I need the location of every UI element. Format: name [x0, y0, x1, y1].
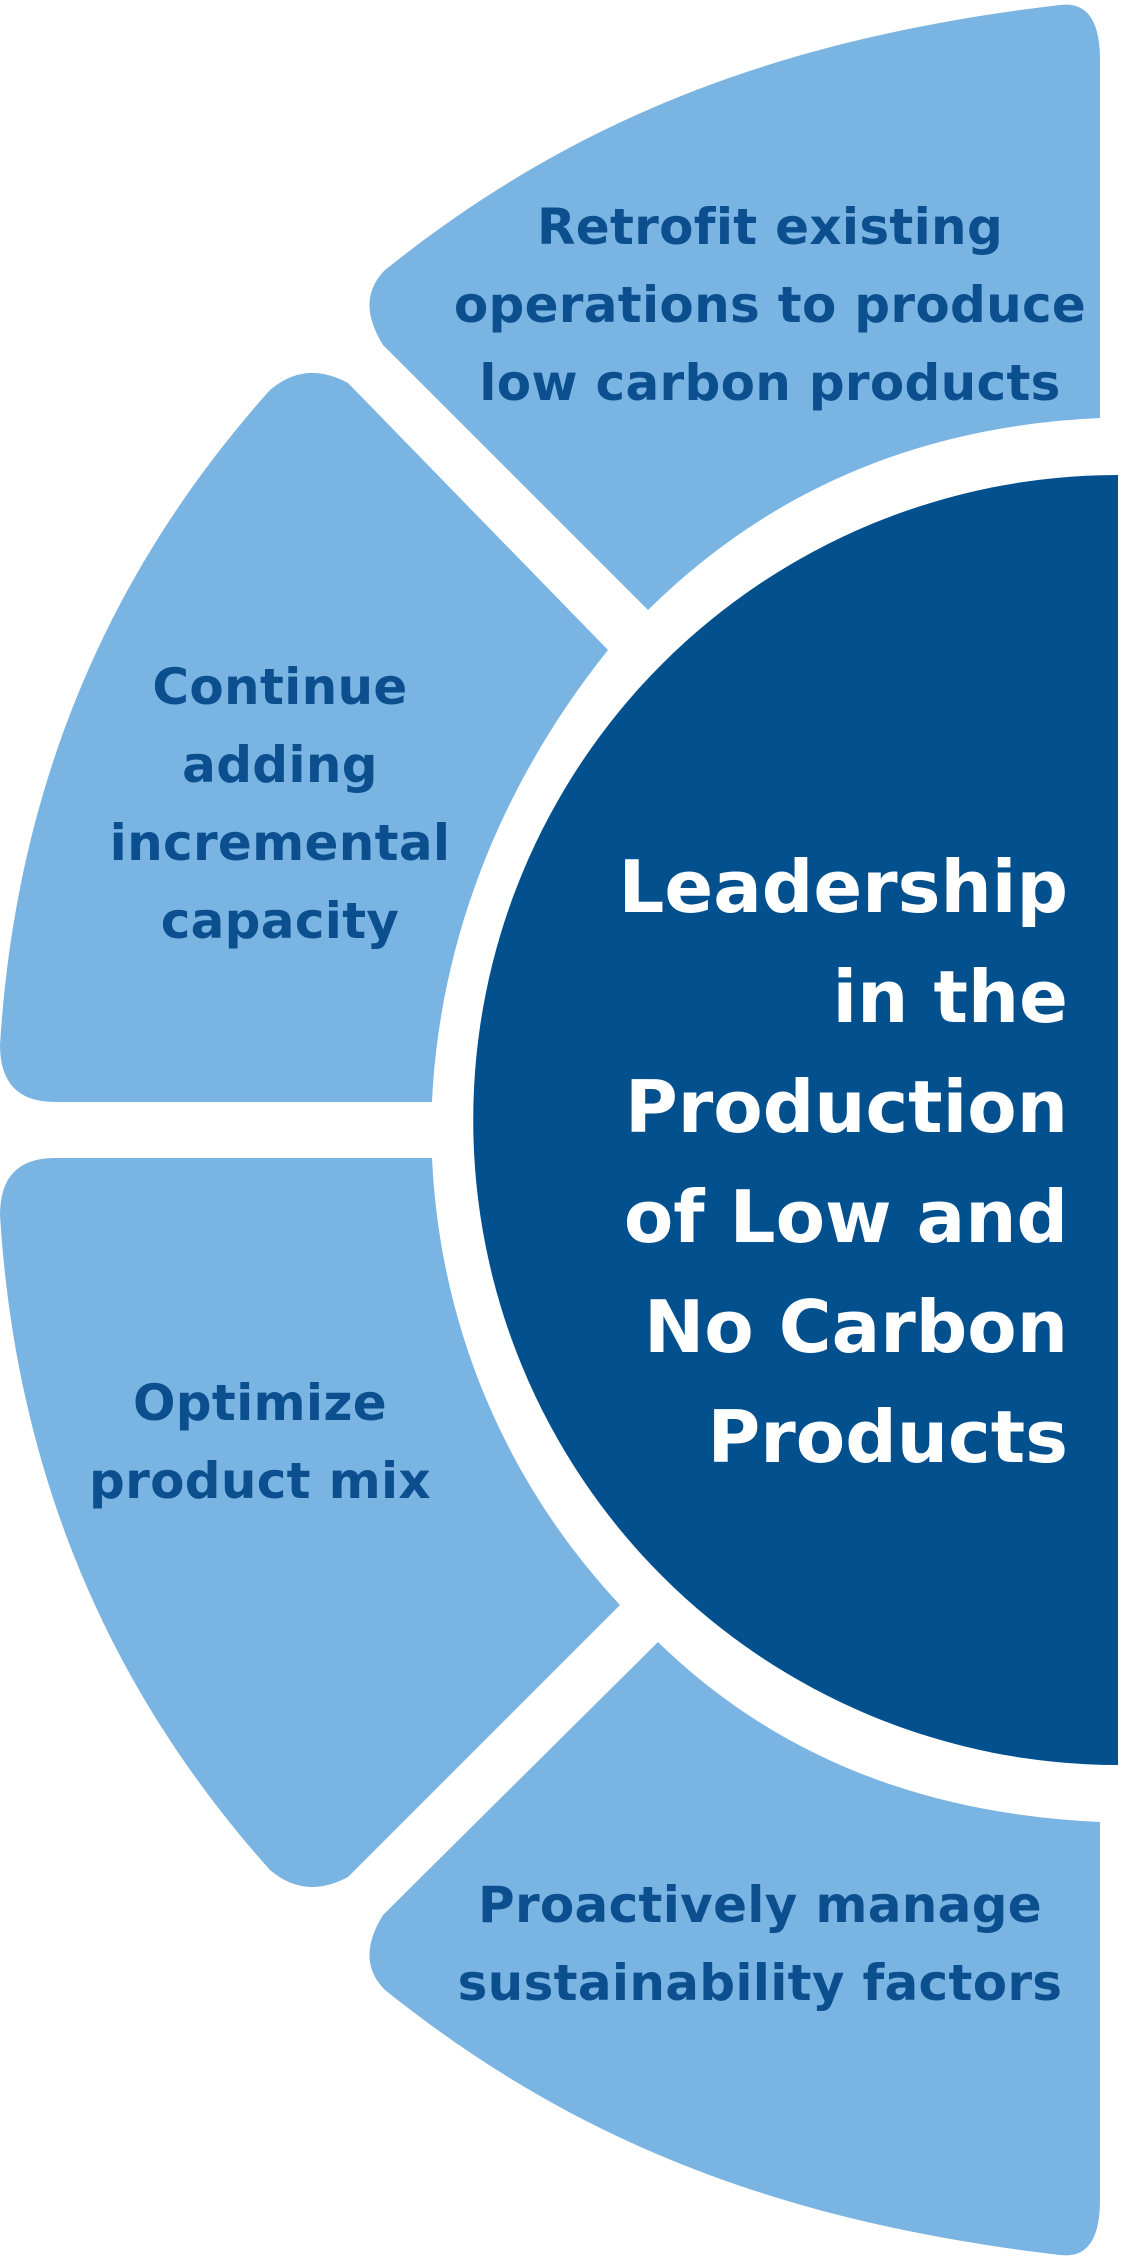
segment-label-retrofit: Retrofit existing operations to produce …	[453, 198, 1087, 412]
segment-shape-sustainability	[369, 1642, 1100, 2256]
segment-shape-product-mix	[0, 1158, 620, 1887]
segment-label-sustainability: Proactively manage sustainability factor…	[457, 1876, 1063, 2012]
center-label: Leadership in the Production of Low and …	[618, 845, 1068, 1479]
segment-label-product-mix: Optimize product mix	[89, 1374, 431, 1510]
segment-label-capacity: Continue adding incremental capacity	[109, 658, 451, 950]
segment-shape-retrofit	[369, 4, 1100, 611]
center-half-circle	[473, 475, 1119, 1765]
segment-shape-capacity	[0, 373, 608, 1102]
